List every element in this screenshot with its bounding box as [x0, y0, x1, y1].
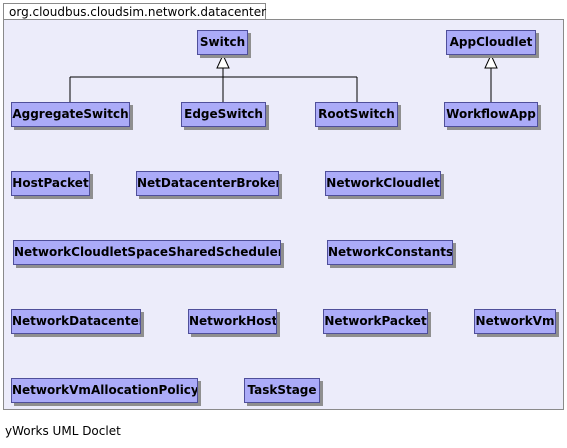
class-app-cloudlet[interactable]: AppCloudlet — [446, 30, 536, 55]
package-name-tab: org.cloudbus.cloudsim.network.datacenter — [3, 3, 266, 20]
class-network-datacenter[interactable]: NetworkDatacenter — [11, 309, 141, 334]
class-network-vm[interactable]: NetworkVm — [474, 309, 556, 334]
class-workflow-app[interactable]: WorkflowApp — [444, 102, 538, 127]
class-network-vm-allocation-policy[interactable]: NetworkVmAllocationPolicy — [11, 378, 198, 403]
package-name: org.cloudbus.cloudsim.network.datacenter — [9, 5, 267, 19]
class-aggregate-switch[interactable]: AggregateSwitch — [11, 102, 130, 127]
class-network-cloudlet[interactable]: NetworkCloudlet — [325, 171, 441, 196]
class-task-stage[interactable]: TaskStage — [244, 378, 320, 403]
class-network-cloudlet-space-shared-scheduler[interactable]: NetworkCloudletSpaceSharedScheduler — [13, 240, 281, 265]
class-host-packet[interactable]: HostPacket — [11, 171, 90, 196]
class-network-packet[interactable]: NetworkPacket — [323, 309, 428, 334]
class-network-constants[interactable]: NetworkConstants — [327, 240, 453, 265]
switch-generalization-arrowhead — [216, 53, 230, 69]
class-switch[interactable]: Switch — [197, 30, 248, 55]
appcloudlet-generalization-arrowhead — [484, 53, 498, 69]
switch-generalization-edges — [69, 53, 358, 102]
class-root-switch[interactable]: RootSwitch — [315, 102, 398, 127]
class-network-host[interactable]: NetworkHost — [188, 309, 277, 334]
class-net-datacenter-broker[interactable]: NetDatacenterBroker — [136, 171, 279, 196]
generator-credit: yWorks UML Doclet — [5, 424, 121, 438]
class-edge-switch[interactable]: EdgeSwitch — [181, 102, 266, 127]
appcloudlet-generalization-edge — [484, 53, 498, 102]
package-frame — [3, 19, 564, 410]
